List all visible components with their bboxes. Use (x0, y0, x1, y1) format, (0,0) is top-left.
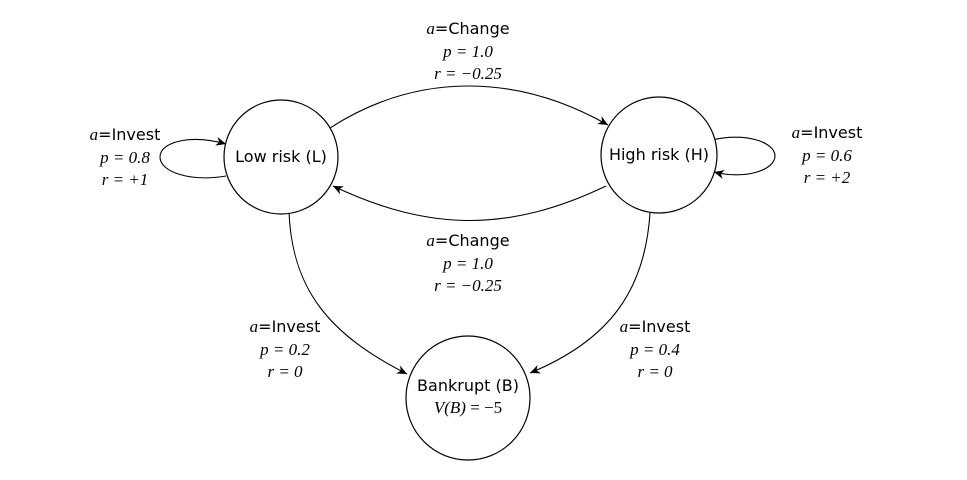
edge-label-high-to-low: a=Change p = 1.0 r = −0.25 (398, 230, 538, 297)
edge-label-low-to-bankrupt: a=Invest p = 0.2 r = 0 (230, 316, 340, 383)
state-bankrupt-value-rhs: = −5 (465, 398, 503, 417)
edge-label-high-self-loop: a=Invest p = 0.6 r = +2 (772, 122, 882, 189)
transition-probability: p = 1.0 (443, 254, 493, 273)
edge-high-to-low (332, 185, 607, 222)
transition-reward: r = 0 (267, 362, 303, 381)
edge-low-to-high (329, 85, 609, 129)
state-bankrupt-value-lhs: V(B) (433, 398, 466, 417)
transition-reward: r = +2 (803, 168, 851, 187)
transition-probability: p = 0.6 (802, 146, 852, 165)
edge-low-to-bankrupt (288, 211, 408, 375)
action-var: a (619, 317, 629, 336)
transition-probability: p = 0.4 (630, 340, 680, 359)
transition-reward: r = −0.25 (434, 64, 502, 83)
action-name: =Invest (98, 125, 161, 144)
action-var: a (249, 317, 259, 336)
action-var: a (791, 123, 801, 142)
edge-label-high-to-bankrupt: a=Invest p = 0.4 r = 0 (600, 316, 710, 383)
transition-probability: p = 0.8 (100, 148, 150, 167)
state-low-risk-label: Low risk (L) (235, 147, 327, 166)
action-var: a (426, 231, 435, 250)
edge-high-self-loop (711, 136, 776, 179)
transition-reward: r = 0 (637, 362, 673, 381)
edge-high-to-bankrupt (529, 212, 651, 374)
state-low-risk (223, 99, 339, 215)
action-var: a (89, 125, 99, 144)
action-name: =Invest (800, 123, 863, 142)
action-name: =Change (434, 19, 510, 38)
action-name: =Invest (628, 317, 691, 336)
action-name: =Invest (258, 317, 321, 336)
transition-probability: p = 1.0 (443, 42, 493, 61)
state-high-risk (600, 96, 718, 214)
state-high-risk-label: High risk (H) (608, 145, 710, 164)
action-name: =Change (434, 231, 510, 250)
edge-label-low-to-high: a=Change p = 1.0 r = −0.25 (398, 18, 538, 85)
edge-low-self-loop (159, 136, 227, 179)
state-bankrupt-label-group: Bankrupt (B) V(B) = −5 (398, 375, 538, 420)
state-bankrupt-label: Bankrupt (B) (417, 376, 519, 395)
transition-reward: r = −0.25 (434, 276, 502, 295)
transition-reward: r = +1 (101, 170, 149, 189)
edge-label-low-self-loop: a=Invest p = 0.8 r = +1 (70, 124, 180, 191)
action-var: a (426, 19, 435, 38)
transition-probability: p = 0.2 (260, 340, 310, 359)
state-bankrupt-value: V(B) = −5 (398, 397, 538, 420)
state-bankrupt (405, 335, 531, 461)
